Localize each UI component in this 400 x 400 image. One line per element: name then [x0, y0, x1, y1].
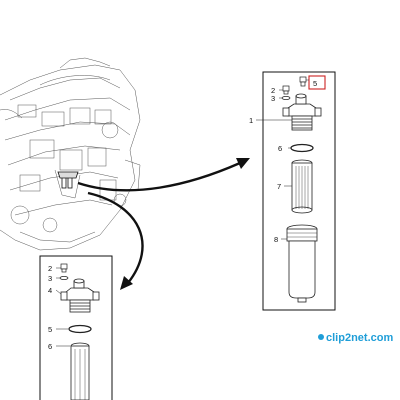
watermark-dot-icon	[318, 334, 324, 340]
callout-2: 2	[271, 86, 275, 95]
drain-plug	[282, 85, 290, 95]
watermark-text: clip2net.com	[326, 332, 394, 344]
callout-1: 1	[249, 116, 253, 125]
callout-3: 3	[271, 94, 275, 103]
callout-6: 6	[278, 144, 282, 153]
callout-5: 5	[313, 79, 317, 88]
inset-parts-panel: 2 3 4 5 6	[39, 255, 113, 400]
watermark: clip2net.com	[318, 332, 393, 344]
engine-illustration	[0, 57, 141, 251]
inset-filter-element	[70, 342, 90, 400]
callout-5-highlight	[308, 75, 326, 90]
inset-o-ring	[68, 324, 92, 334]
inset-callout-4: 4	[48, 286, 52, 295]
main-parts-panel: 1 2 3 5 6 7 8	[249, 71, 336, 311]
inset-callout-5: 5	[48, 325, 52, 334]
callout-8: 8	[274, 235, 278, 244]
filter-location-marker	[57, 171, 79, 189]
filter-element	[291, 159, 313, 214]
vent-plug	[299, 76, 307, 87]
inset-callout-3: 3	[48, 274, 52, 283]
arrow-to-inset-panel	[87, 191, 144, 290]
inset-callout-2: 2	[48, 264, 52, 273]
arrow-to-main-panel	[77, 158, 250, 192]
filter-head	[282, 93, 322, 131]
inset-filter-head	[60, 278, 100, 313]
inset-drain-plug	[60, 263, 68, 273]
inset-callout-6: 6	[48, 342, 52, 351]
inset-sealing-washer	[59, 276, 69, 280]
sealing-washer	[281, 96, 291, 100]
callout-7: 7	[277, 182, 281, 191]
filter-bowl	[286, 224, 318, 303]
